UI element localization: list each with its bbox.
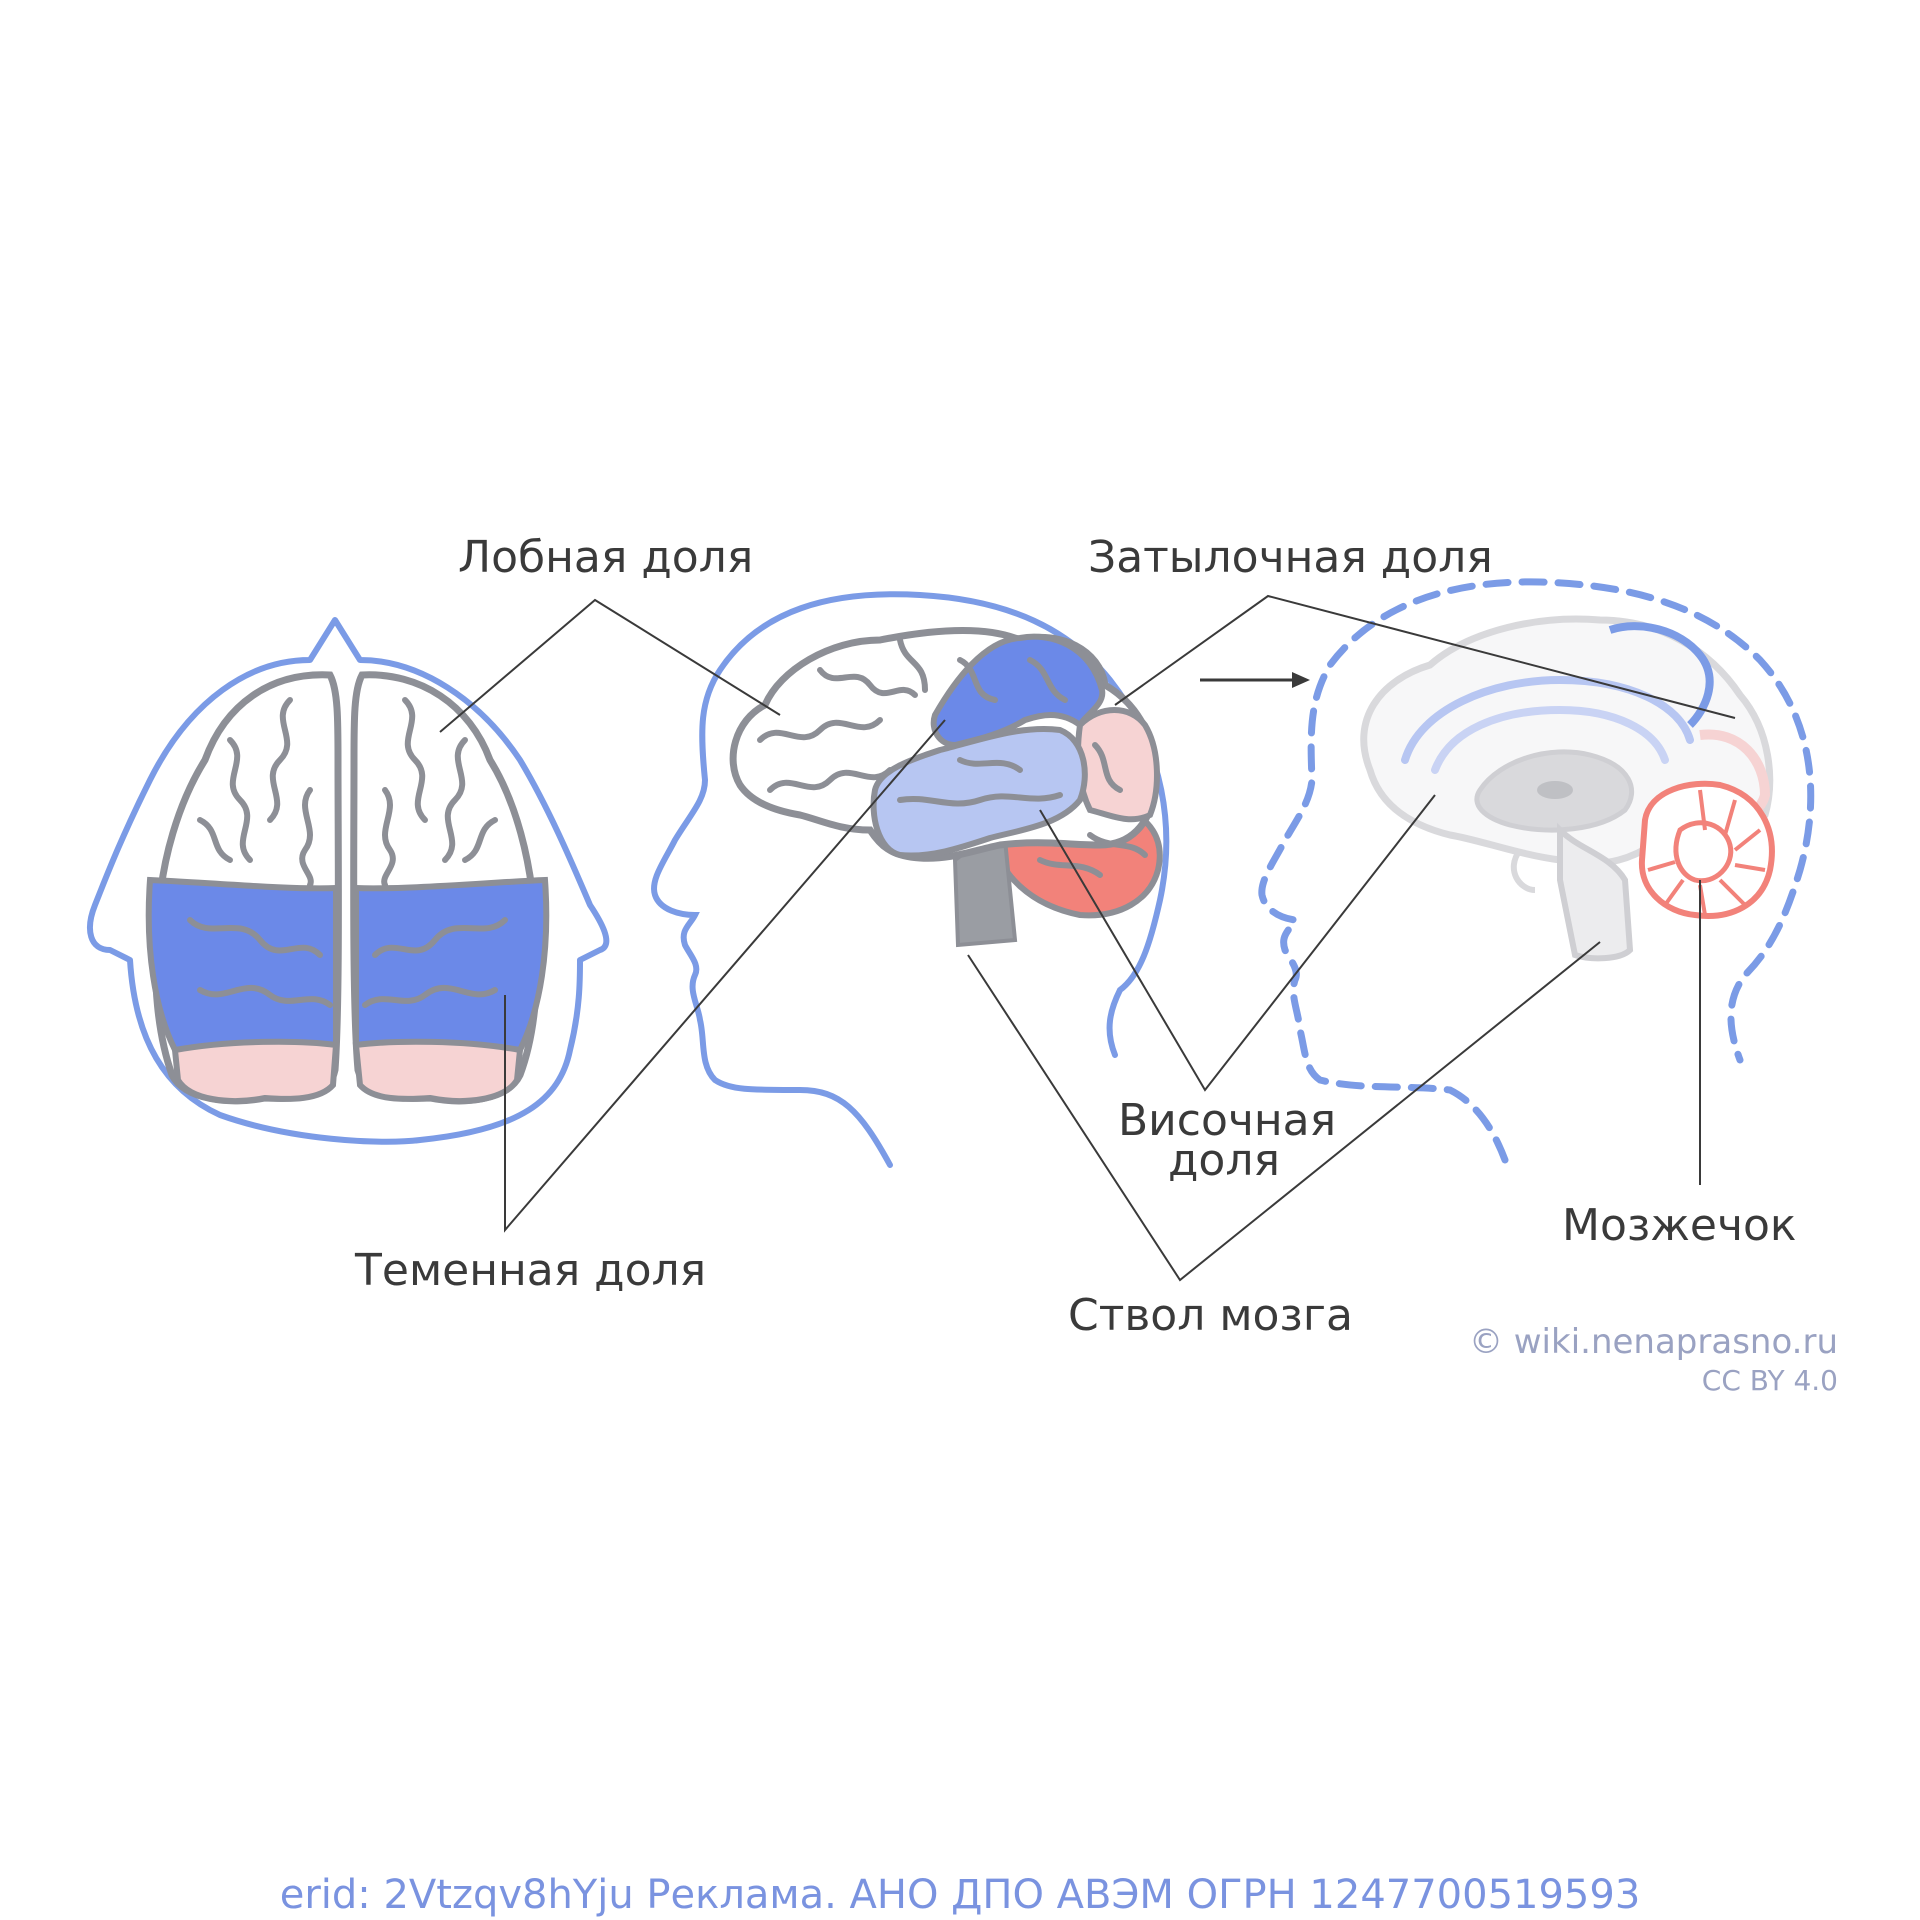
ad-footer: erid: 2Vtzqv8hYju Реклама. АНО ДПО АВЭМ … <box>280 1872 1641 1918</box>
head-dashed-outline <box>1258 578 1815 1164</box>
midsagittal-head <box>1258 578 1815 1164</box>
head-profile-outline <box>651 591 1170 1168</box>
parietal-lobe-right <box>353 876 550 1054</box>
top-view-head <box>87 617 610 1145</box>
top-view-gyri <box>187 697 508 1008</box>
parietal-lobe-left <box>145 876 339 1054</box>
leader-frontal <box>439 598 781 733</box>
side-view-brain <box>729 627 1163 948</box>
leader-temporal <box>1039 794 1436 1092</box>
occipital-lobe-side <box>1075 707 1160 823</box>
side-view-gyri <box>757 637 1148 878</box>
label-frontal-lobe: Лобная доля <box>458 532 753 583</box>
label-temporal-lobe-line1: Височная <box>1118 1095 1336 1146</box>
view-arrow <box>1200 672 1310 688</box>
midsagittal-brain <box>1360 615 1775 962</box>
leader-brainstem <box>967 941 1601 1282</box>
head-outline-top <box>87 617 610 1145</box>
top-view-brain <box>145 671 550 1105</box>
occipital-lobe-right <box>352 1038 524 1104</box>
label-temporal-lobe-line2: доля <box>1168 1135 1280 1186</box>
credit-license: CC BY 4.0 <box>1702 1364 1838 1397</box>
midsagittal-parietal <box>1608 622 1714 728</box>
corpus-callosum-inner <box>1431 705 1669 774</box>
midsagittal-cerebellum <box>1638 780 1775 919</box>
label-cerebellum: Мозжечок <box>1562 1200 1796 1251</box>
corpus-callosum-outer <box>1401 675 1694 764</box>
leader-occipital <box>1114 594 1736 719</box>
leader-lines <box>439 594 1736 1282</box>
label-parietal-lobe: Теменная доля <box>354 1245 706 1296</box>
temporal-lobe-side <box>870 726 1088 859</box>
label-occipital-lobe: Затылочная доля <box>1088 532 1493 583</box>
occipital-lobe-left <box>171 1038 340 1104</box>
leader-parietal <box>504 719 946 1233</box>
side-view-head <box>651 591 1170 1168</box>
credit-site: © wiki.nenaprasno.ru <box>1469 1322 1838 1362</box>
label-brainstem: Ствол мозга <box>1068 1290 1353 1341</box>
